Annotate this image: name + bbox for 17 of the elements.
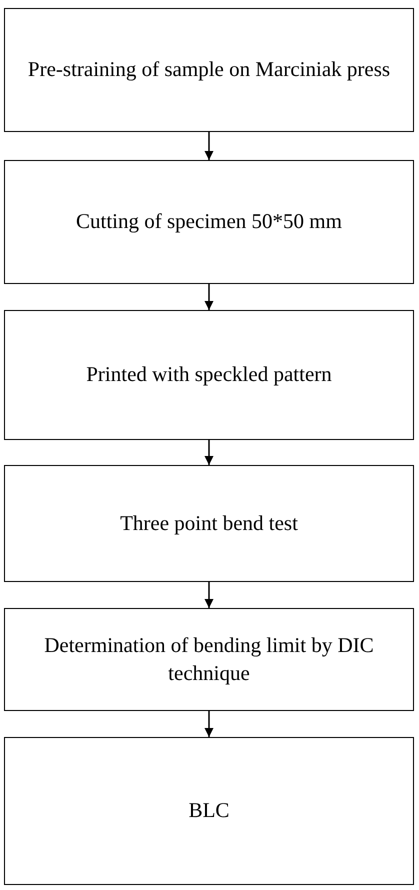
process-box [4,160,414,284]
step-text: Printed with speckled pattern [86,361,332,388]
process-box [4,737,414,885]
process-box [4,310,414,440]
step-text: Cutting of specimen 50*50 mm [76,208,342,236]
step-text: BLC [188,797,230,824]
arrow [204,711,214,737]
arrow [204,582,214,608]
step-text: Determination of bending limit by DIC technique [43,632,375,686]
step-text: Three point bend test [120,510,298,537]
process-box [4,465,414,582]
arrow [204,440,214,465]
arrow [204,132,214,160]
arrow [204,284,214,310]
process-box [4,608,414,711]
step-text: Pre-straining of sample on Marciniak press [28,56,390,84]
process-box [4,8,414,132]
